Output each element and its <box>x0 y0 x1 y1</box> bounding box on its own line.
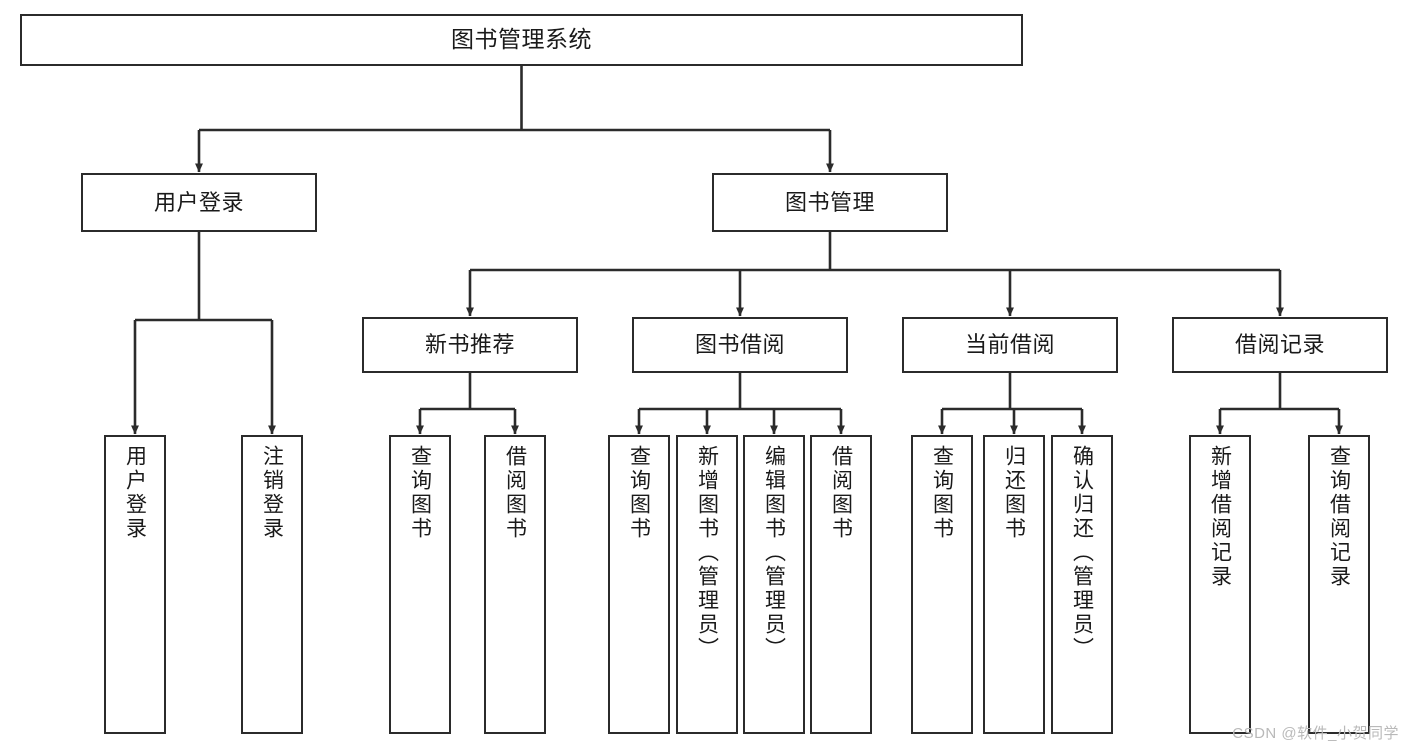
node-label: 编辑图书（管理员） <box>762 445 786 661</box>
node-label: 查询图书 <box>627 445 651 541</box>
node-leaf-edit-book[interactable]: 编辑图书（管理员） <box>743 435 805 734</box>
node-label: 当前借阅 <box>964 332 1055 358</box>
node-label: 用户登录 <box>153 189 244 215</box>
node-new-book-rec[interactable]: 新书推荐 <box>362 317 578 373</box>
node-leaf-confirm-return[interactable]: 确认归还（管理员） <box>1051 435 1113 734</box>
node-leaf-query-book-2[interactable]: 查询图书 <box>608 435 670 734</box>
node-leaf-query-record[interactable]: 查询借阅记录 <box>1308 435 1370 734</box>
node-label: 查询图书 <box>408 445 432 541</box>
node-leaf-add-book[interactable]: 新增图书（管理员） <box>676 435 738 734</box>
node-label: 查询图书 <box>930 445 954 541</box>
node-leaf-query-book-1[interactable]: 查询图书 <box>389 435 451 734</box>
node-leaf-user-login[interactable]: 用户登录 <box>104 435 166 734</box>
node-root[interactable]: 图书管理系统 <box>20 14 1023 66</box>
node-leaf-user-logout[interactable]: 注销登录 <box>241 435 303 734</box>
node-label: 借阅记录 <box>1234 332 1325 358</box>
node-book-mgmt[interactable]: 图书管理 <box>712 173 948 232</box>
node-label: 图书管理系统 <box>451 26 592 53</box>
node-label: 归还图书 <box>1002 445 1026 541</box>
node-label: 借阅图书 <box>503 445 527 541</box>
node-user-login[interactable]: 用户登录 <box>81 173 317 232</box>
node-label: 新增借阅记录 <box>1208 445 1232 589</box>
node-label: 图书管理 <box>784 189 875 215</box>
node-borrow-record[interactable]: 借阅记录 <box>1172 317 1388 373</box>
node-label: 查询借阅记录 <box>1327 445 1351 589</box>
node-label: 新增图书（管理员） <box>695 445 719 661</box>
node-label: 新书推荐 <box>424 332 515 358</box>
node-label: 注销登录 <box>260 445 284 541</box>
node-label: 用户登录 <box>123 445 147 541</box>
watermark-label: CSDN @软件_小贺同学 <box>1232 725 1399 742</box>
node-leaf-borrow-book-2[interactable]: 借阅图书 <box>810 435 872 734</box>
node-leaf-borrow-book-1[interactable]: 借阅图书 <box>484 435 546 734</box>
node-leaf-return-book[interactable]: 归还图书 <box>983 435 1045 734</box>
node-book-borrow[interactable]: 图书借阅 <box>632 317 848 373</box>
node-label: 确认归还（管理员） <box>1070 445 1094 661</box>
node-leaf-add-record[interactable]: 新增借阅记录 <box>1189 435 1251 734</box>
node-leaf-query-book-3[interactable]: 查询图书 <box>911 435 973 734</box>
node-current-borrow[interactable]: 当前借阅 <box>902 317 1118 373</box>
node-label: 图书借阅 <box>694 332 785 358</box>
node-label: 借阅图书 <box>829 445 853 541</box>
